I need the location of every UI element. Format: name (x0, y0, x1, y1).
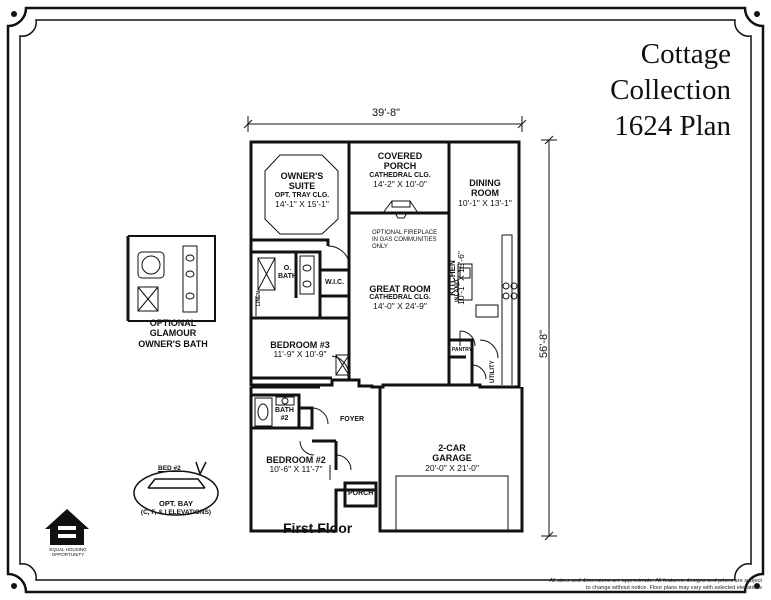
covered-porch-name-2: PORCH (383, 161, 417, 172)
optional-bay-line-1: OPT. BAY (159, 499, 193, 508)
title-line-2: Collection (610, 74, 731, 106)
owners-bath-line-2: BATH (278, 273, 297, 281)
covered-porch-note: CATHEDRAL CLG. (369, 171, 431, 179)
bath-2-line-2: #2 (280, 415, 289, 423)
garage-label: 2-CAR GARAGE 20'-0" X 21'-0" (412, 443, 492, 473)
bedroom-3-name: BEDROOM #3 (270, 340, 330, 350)
optional-bay-room-label: BED #2 (158, 465, 181, 472)
dining-room-name-1: DINING (469, 178, 501, 188)
owners-suite-size: 14'-1" X 15'-1" (275, 198, 329, 209)
optional-bath-line-1: OPTIONAL (149, 318, 197, 328)
optional-bay-line-2: (C, F, & I ELEVATIONS) (140, 508, 212, 516)
bath-2-label: BATH #2 (275, 407, 294, 423)
owners-suite-name-2: SUITE (288, 181, 316, 192)
exterior-walls (249, 140, 521, 389)
fireplace-note-line-3: ONLY (372, 243, 388, 250)
great-room-note: CATHEDRAL CLG. (369, 294, 431, 302)
great-room-name: GREAT ROOM (369, 284, 431, 294)
equal-housing-line-1: EQUAL HOUSING (49, 547, 87, 552)
covered-porch-label: COVERED PORCH CATHEDRAL CLG. 14'-2" X 10… (360, 151, 440, 190)
garage-size: 20'-0" X 21'-0" (425, 462, 479, 473)
pantry-label: PANTRY (452, 347, 472, 353)
disclaimer: All sizes and dimensions are approximate… (440, 578, 762, 592)
tray-ceiling-octagon (264, 154, 339, 235)
garage-name-1: 2-CAR (438, 443, 466, 453)
floor-label: First Floor (283, 520, 353, 536)
optional-glamour-bath-caption: OPTIONAL GLAMOUR OWNER'S BATH (128, 318, 218, 349)
utility-label: UTILITY (490, 360, 496, 383)
owners-bath-label: O. BATH (278, 265, 297, 281)
kitchen-size: 10'-1" X 15'-6" (456, 251, 467, 305)
optional-bay-drawing (133, 461, 219, 516)
bedroom-2-size: 10'-6" X 11'-7" (269, 464, 323, 475)
equal-housing-line-2: OPPORTUNITY (51, 552, 85, 557)
covered-porch-size: 14'-2" X 10'-0" (373, 178, 427, 189)
fireplace-note: OPTIONAL FIREPLACE IN GAS COMMUNITIES ON… (372, 230, 437, 251)
optional-bath-line-2: GLAMOUR (149, 328, 197, 339)
wic-label: W.I.C. (325, 279, 345, 286)
equal-housing-caption: EQUAL HOUSING OPPORTUNITY (42, 505, 94, 557)
covered-porch-name-1: COVERED (377, 151, 423, 161)
kitchen-label: KITCHEN 10'-1" X 15'-6" (448, 238, 467, 318)
porch-label: PORCH (348, 490, 374, 497)
optional-bay-caption: OPT. BAY (C, F, & I ELEVATIONS) (128, 499, 224, 516)
fireplace-note-line-2: IN GAS COMMUNITIES (372, 236, 437, 243)
dining-room-size: 10'-1" X 13'-1" (458, 197, 512, 208)
bedroom-3-label: BEDROOM #3 11'-9" X 10'-9" (256, 340, 344, 360)
plan-title: Cottage Collection 1624 Plan (610, 36, 731, 144)
great-room-label: GREAT ROOM CATHEDRAL CLG. 14'-0" X 24'-9… (357, 284, 443, 312)
fireplace-note-line-1: OPTIONAL FIREPLACE (372, 230, 438, 236)
owners-suite-name-1: OWNER'S (280, 171, 324, 181)
great-room-size: 14'-0" X 24'-9" (373, 301, 427, 312)
bedroom-2-name: BEDROOM #2 (266, 455, 326, 465)
bath-2-line-1: BATH (275, 407, 294, 414)
owners-suite-note: OPT. TRAY CLG. (274, 191, 330, 199)
linen-label: LINEN (256, 291, 262, 306)
island-label: ISLAND (455, 279, 461, 302)
optional-glamour-bath-drawing (126, 235, 216, 322)
plan-depth-label: 56'-8" (538, 329, 550, 358)
bedroom-3-size: 11'-9" X 10'-9" (273, 349, 327, 360)
owners-suite-label: OWNER'S SUITE OPT. TRAY CLG. 14'-1" X 15… (268, 171, 336, 210)
bedroom-2-label: BEDROOM #2 10'-6" X 11'-7" (256, 455, 336, 475)
plan-width-label: 39'-8" (372, 107, 401, 119)
title-line-3: 1624 Plan (614, 110, 731, 142)
garage-name-2: GARAGE (432, 453, 472, 464)
dining-room-label: DINING ROOM 10'-1" X 13'-1" (452, 178, 518, 208)
title-line-1: Cottage (640, 38, 731, 70)
equal-housing-logo (45, 509, 89, 545)
owners-bath-line-1: O. (283, 265, 292, 272)
disclaimer-line-1: All sizes and dimensions are approximate… (549, 578, 762, 584)
disclaimer-line-2: to change without notice. Floor plans ma… (586, 585, 762, 591)
foyer-label: FOYER (340, 416, 365, 423)
dining-room-name-2: ROOM (471, 188, 499, 199)
optional-bath-line-3: OWNER'S BATH (138, 338, 208, 349)
